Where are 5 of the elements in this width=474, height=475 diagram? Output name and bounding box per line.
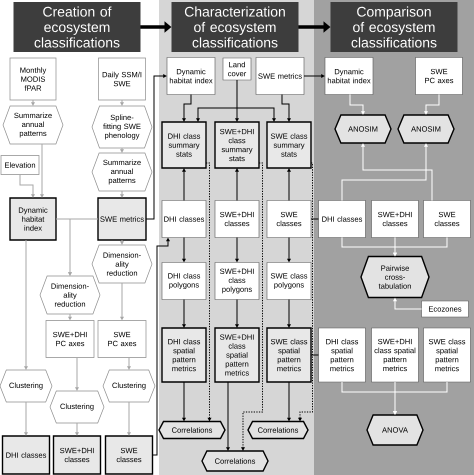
header-box: Characterization of ecosystem classifications — [172, 2, 298, 52]
header-box: Comparison of ecosystem classifications — [330, 2, 458, 52]
connector-line — [310, 218, 319, 220]
connector-line — [310, 354, 319, 356]
header-box: Creation of ecosystem classifications — [14, 2, 140, 52]
